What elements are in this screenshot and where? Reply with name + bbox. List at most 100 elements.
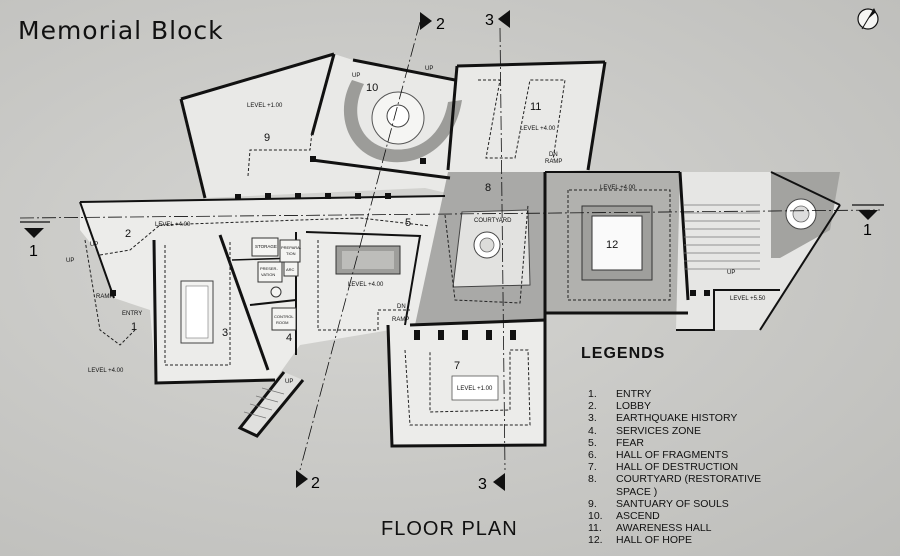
legend-item: 6. HALL OF FRAGMENTS bbox=[588, 449, 776, 461]
column bbox=[355, 193, 361, 199]
legend-item: 3.EARTHQUAKE HISTORY bbox=[588, 412, 776, 424]
marker-1-right-arrow bbox=[858, 210, 878, 220]
wall-services-west bbox=[218, 234, 270, 371]
column bbox=[110, 290, 116, 296]
step-line bbox=[261, 387, 285, 395]
legend-heading: LEGENDS bbox=[581, 345, 666, 362]
control-label-2: ROOM bbox=[276, 320, 288, 325]
section-markers: 1 1 2 2 3 3 bbox=[20, 10, 884, 493]
control-label-1: CONTROL bbox=[274, 314, 294, 319]
wall-lobby-north bbox=[79, 195, 446, 203]
page-title: Memorial Block bbox=[18, 16, 224, 45]
column bbox=[235, 194, 241, 200]
level-destruction: LEVEL +1.00 bbox=[457, 386, 493, 392]
page-title-text: Memorial Block bbox=[18, 16, 224, 45]
up-label-entry: UP bbox=[90, 242, 98, 248]
step-line bbox=[243, 411, 267, 419]
room-number-4: 4 bbox=[286, 332, 292, 344]
legend-label: COURTYARD (RESTORATIVE SPACE ) bbox=[616, 473, 762, 498]
marker-3-bottom-arrow bbox=[493, 473, 505, 491]
path-courtyard bbox=[444, 204, 529, 304]
legend-number: 4. bbox=[588, 424, 597, 437]
wall-destruction-north bbox=[409, 318, 546, 327]
legend-item: 10. ASCEND bbox=[588, 510, 776, 522]
legend-list: 1.ENTRY 2.LOBBY 3.EARTHQUAKE HISTORY 4.S… bbox=[588, 388, 776, 547]
column bbox=[704, 290, 710, 296]
column bbox=[690, 290, 696, 296]
legend-number: 10. bbox=[588, 510, 603, 523]
service-rooms bbox=[251, 237, 301, 331]
column bbox=[420, 158, 426, 164]
room-number-5: 5 bbox=[405, 217, 411, 229]
ramp-label-north: RAMP bbox=[545, 159, 562, 165]
storage-label: STORAGE bbox=[255, 244, 277, 249]
marker-2-bottom-label: 2 bbox=[311, 475, 320, 492]
legend-item: 5.FEAR bbox=[588, 437, 776, 449]
section-line-2 bbox=[299, 21, 421, 471]
preservation-label-1: PRESER- bbox=[260, 266, 278, 271]
dn-label-north: DN bbox=[549, 152, 558, 158]
wall-ascend-inner bbox=[310, 53, 336, 136]
path-awareness bbox=[478, 79, 566, 161]
wall-sanctuary-north bbox=[180, 52, 335, 101]
legend-item: 12.HALL OF HOPE bbox=[588, 534, 776, 546]
entry-ramp-label: RAMP bbox=[96, 294, 113, 300]
column bbox=[462, 330, 468, 340]
legend-item: 2.LOBBY bbox=[588, 400, 776, 412]
level-east: LEVEL +5.50 bbox=[730, 296, 766, 302]
legend-item: 7.HALL OF DESTRUCTION bbox=[588, 461, 776, 473]
plan-labels: LEVEL +1.00 LEVEL +4.00 LEVEL +4.00 LEVE… bbox=[66, 66, 766, 392]
storage-room bbox=[251, 237, 279, 257]
room-number-3: 3 bbox=[222, 327, 228, 339]
wall-fear bbox=[305, 231, 422, 326]
destruction-plinth bbox=[451, 375, 499, 401]
arc-label: ARC bbox=[286, 267, 295, 272]
room-number-8: 8 bbox=[485, 182, 491, 194]
east-steps bbox=[243, 204, 760, 419]
wall-service-split bbox=[249, 299, 297, 306]
marker-1-left-arrow bbox=[24, 228, 44, 238]
hall-of-hope-center bbox=[591, 215, 643, 271]
legend-number: 6. bbox=[588, 449, 597, 462]
wall-east-south bbox=[676, 289, 780, 331]
wall-sanctuary-west bbox=[179, 98, 207, 199]
up-label-exit: UP bbox=[285, 379, 293, 385]
column bbox=[486, 330, 492, 340]
legend-number: 9. bbox=[588, 497, 597, 510]
marker-3-bottom-label: 3 bbox=[478, 476, 487, 493]
legend-number: 11. bbox=[588, 522, 602, 535]
wing-lobby-fill bbox=[80, 196, 445, 383]
history-exhibit-inner bbox=[185, 285, 209, 339]
level-awareness: LEVEL +4.00 bbox=[520, 126, 556, 132]
legend-item: 1.ENTRY bbox=[588, 388, 776, 400]
legend-label: ASCEND bbox=[616, 510, 660, 523]
path-fear bbox=[317, 240, 410, 331]
legend-number: 12. bbox=[588, 534, 603, 547]
room-number-10: 10 bbox=[366, 82, 378, 94]
level-lobby: LEVEL +4.00 bbox=[155, 222, 191, 228]
section-line-1 bbox=[19, 209, 881, 219]
room-number-12: 12 bbox=[606, 239, 618, 251]
wall-hope-east bbox=[678, 171, 690, 301]
courtyard-label: COURTYARD bbox=[474, 218, 512, 224]
column bbox=[414, 330, 420, 340]
marker-1-left-label: 1 bbox=[29, 243, 38, 260]
marker-2-top-label: 2 bbox=[436, 16, 445, 33]
room-number-1: 1 bbox=[131, 321, 137, 333]
path-history bbox=[164, 240, 231, 366]
legend-label: AWARENESS HALL bbox=[616, 522, 712, 535]
marker-3-top-label: 3 bbox=[485, 12, 494, 29]
legend-label: ENTRY bbox=[616, 388, 652, 400]
legend-item: 9.SANTUARY OF SOULS bbox=[588, 498, 776, 510]
legend-label: LOBBY bbox=[616, 400, 652, 413]
wall-east-north bbox=[770, 171, 841, 206]
legend-label: HALL OF FRAGMENTS bbox=[616, 449, 729, 462]
level-sanctuary: LEVEL +1.00 bbox=[247, 103, 283, 109]
ramp-label-south: RAMP bbox=[392, 317, 409, 323]
column bbox=[385, 193, 391, 199]
wall-destruction bbox=[386, 322, 547, 448]
column bbox=[295, 193, 301, 199]
exit-stair-fill bbox=[240, 372, 303, 436]
wall-east-diagonal bbox=[759, 204, 841, 331]
